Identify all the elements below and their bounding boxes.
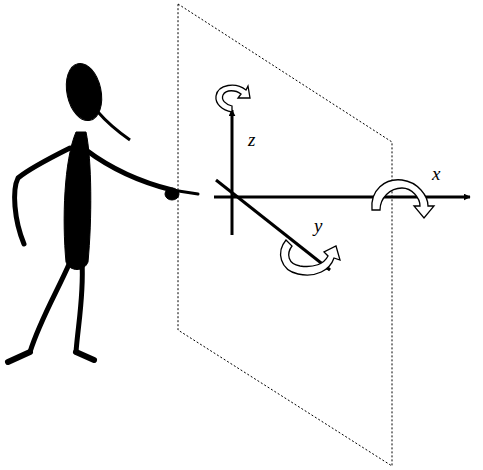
axes (214, 110, 470, 270)
axis-label: z (248, 130, 255, 149)
stick-figure (8, 60, 198, 362)
rotation-arrows (216, 85, 434, 275)
axis-label: x (432, 164, 440, 183)
plane (178, 4, 392, 466)
axis-label: y (314, 216, 322, 235)
